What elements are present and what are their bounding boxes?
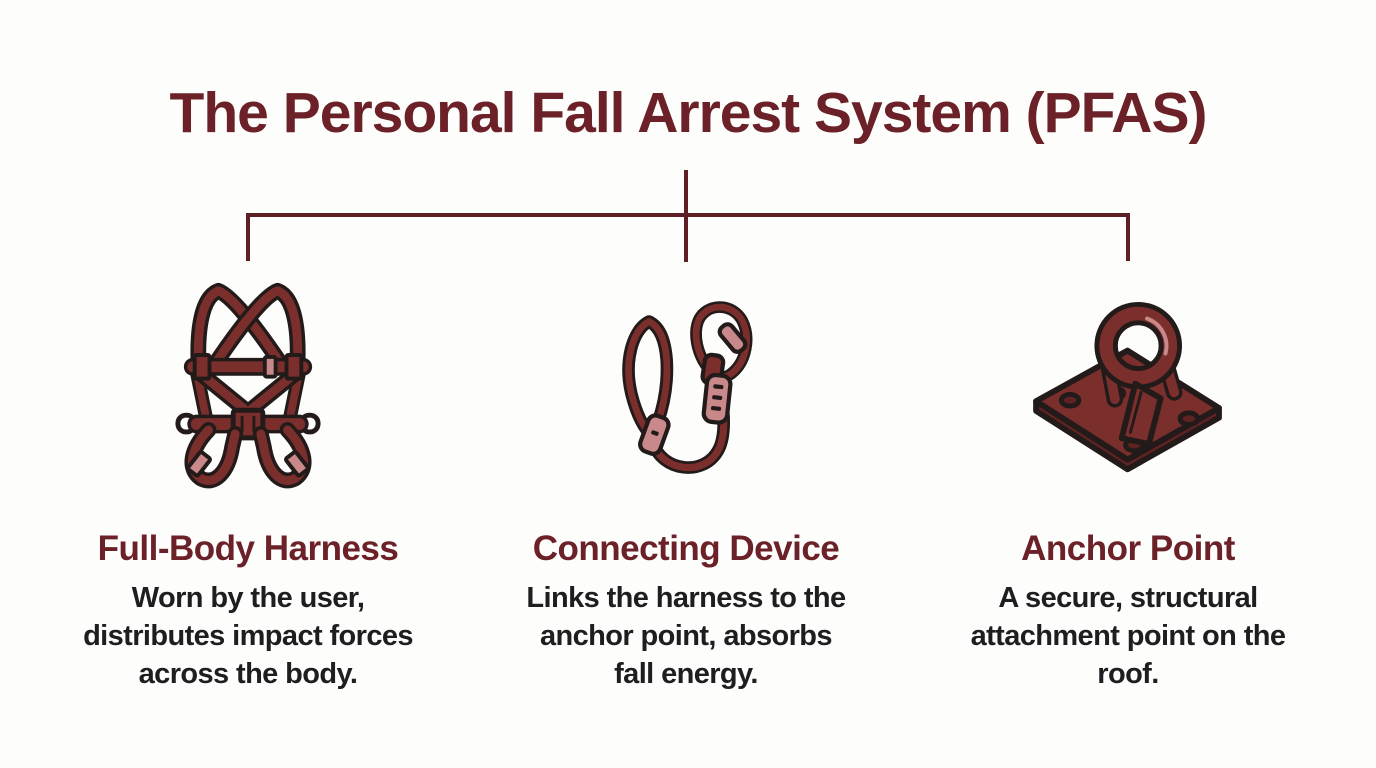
full-body-harness-icon [175, 282, 321, 489]
connector-line-horizontal [246, 213, 1130, 217]
harness-description: Worn by the user,distributes impact forc… [83, 582, 413, 690]
connector-line-left [246, 213, 250, 261]
connecting-device-icon-area [486, 265, 886, 515]
anchor-point-icon-area [928, 265, 1328, 515]
connecting-device-heading: Connecting Device [532, 529, 840, 568]
harness-icon-area [48, 265, 448, 515]
connector-line-right [1126, 213, 1130, 261]
component-harness: Full-Body Harness Worn by the user,distr… [48, 265, 448, 693]
harness-heading: Full-Body Harness [97, 529, 399, 568]
anchor-point-heading: Anchor Point [1021, 529, 1235, 568]
connecting-device-icon [622, 301, 753, 474]
component-connecting-device: Connecting Device Links the harness to t… [486, 265, 886, 693]
page-title: The Personal Fall Arrest System (PFAS) [169, 81, 1208, 145]
anchor-point-icon [1032, 301, 1222, 473]
